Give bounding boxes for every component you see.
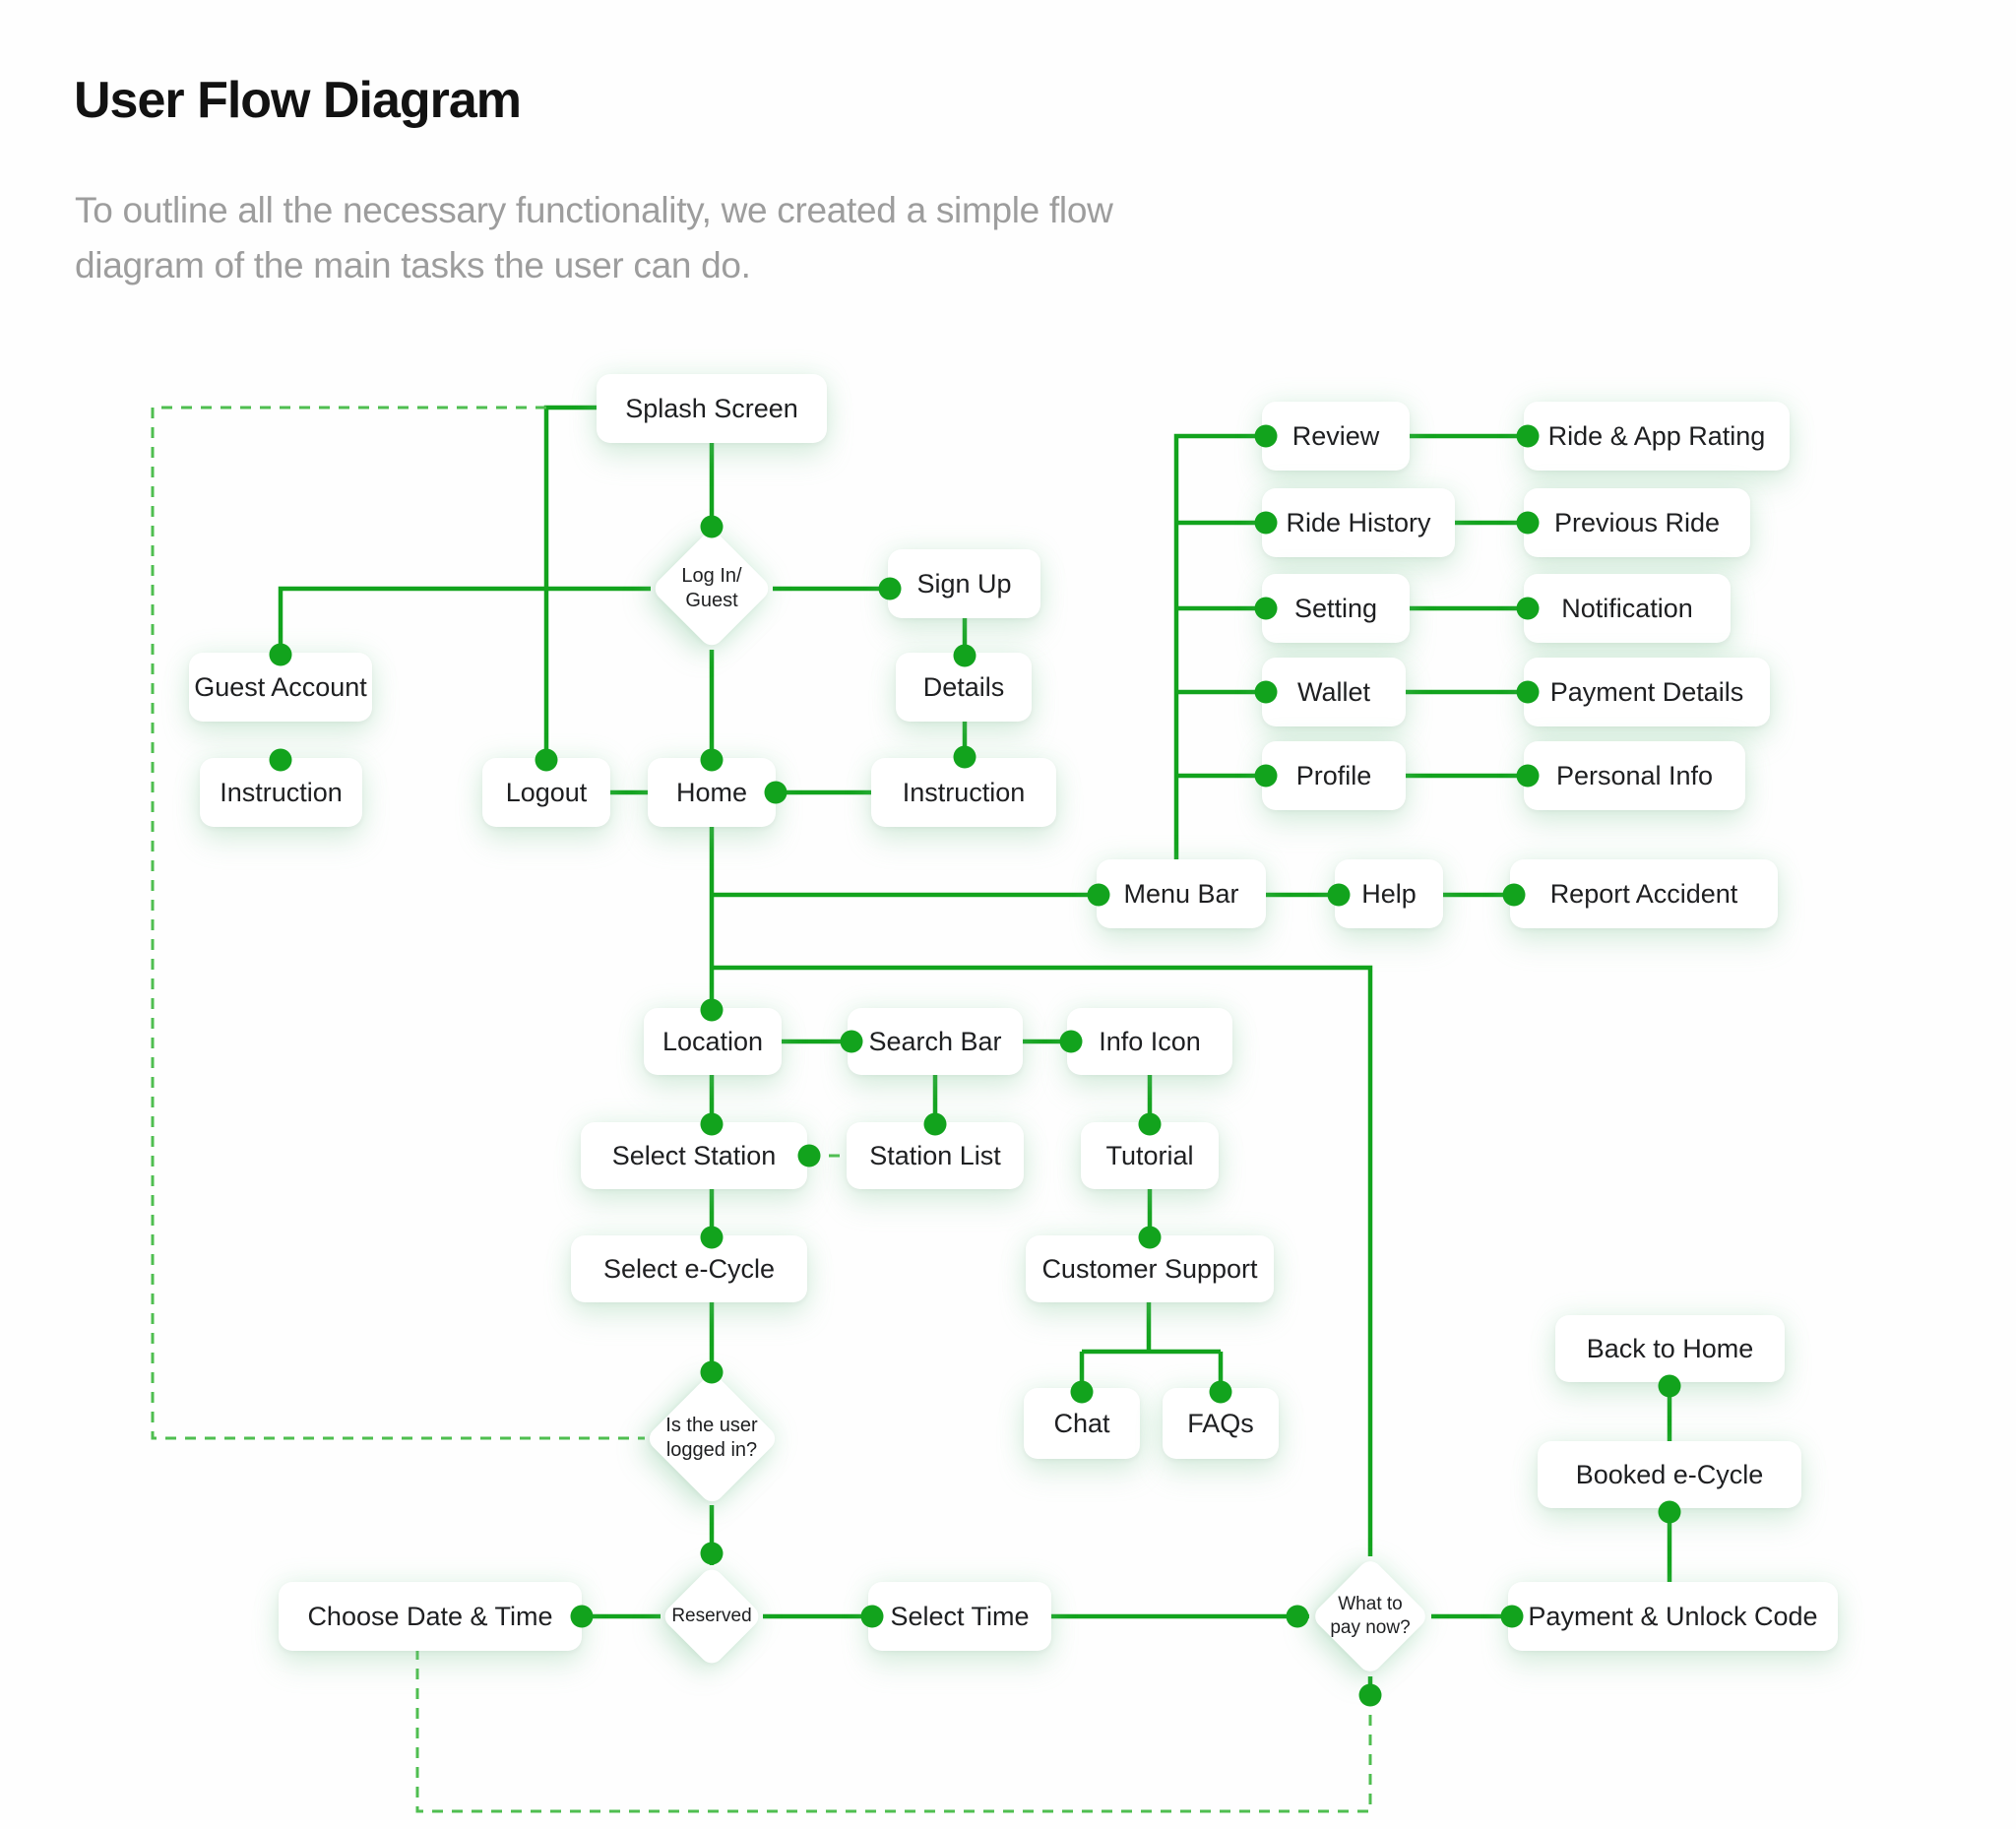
review-label: Review xyxy=(1292,420,1380,451)
node-splash-screen: Splash Screen xyxy=(597,374,827,443)
node-payment-unlock-code: Payment & Unlock Code xyxy=(1508,1582,1838,1651)
node-sign-up: Sign Up xyxy=(888,549,1040,618)
node-help: Help xyxy=(1335,859,1443,928)
node-notification: Notification xyxy=(1524,574,1731,643)
node-what-to-pay: What to pay now? xyxy=(1310,1556,1430,1676)
info-icon-label: Info Icon xyxy=(1099,1026,1201,1056)
connector xyxy=(1173,433,1266,859)
node-location: Location xyxy=(644,1008,782,1075)
menu-bar-label: Menu Bar xyxy=(1123,878,1239,909)
location-label: Location xyxy=(662,1026,764,1056)
node-personal-info: Personal Info xyxy=(1524,741,1745,810)
node-setting: Setting xyxy=(1262,574,1410,643)
node-is-user-logged-in: Is the user logged in? xyxy=(644,1370,780,1506)
instruction-right-label: Instruction xyxy=(902,777,1026,807)
node-select-time: Select Time xyxy=(868,1582,1051,1651)
node-details: Details xyxy=(896,653,1032,722)
node-station-list: Station List xyxy=(847,1122,1024,1189)
select-ecycle-label: Select e-Cycle xyxy=(602,1253,776,1284)
connector-dot xyxy=(700,1542,724,1565)
node-ride-history: Ride History xyxy=(1262,488,1455,557)
connector xyxy=(543,405,597,760)
help-label: Help xyxy=(1361,878,1417,909)
node-faqs: FAQs xyxy=(1163,1388,1279,1459)
page-subtitle: To outline all the necessary functionali… xyxy=(75,190,1113,285)
select-station-label: Select Station xyxy=(611,1140,777,1170)
node-booked-ecycle: Booked e-Cycle xyxy=(1538,1441,1801,1508)
node-home: Home xyxy=(648,758,776,827)
payment-details-label: Payment Details xyxy=(1549,676,1744,707)
back-to-home-label: Back to Home xyxy=(1586,1333,1754,1363)
personal-info-label: Personal Info xyxy=(1555,760,1714,790)
setting-label: Setting xyxy=(1293,593,1378,623)
node-chat: Chat xyxy=(1024,1388,1140,1459)
notification-label: Notification xyxy=(1561,593,1693,623)
node-select-ecycle: Select e-Cycle xyxy=(571,1235,807,1302)
logout-label: Logout xyxy=(505,777,588,807)
customer-support-label: Customer Support xyxy=(1041,1253,1258,1284)
choose-date-time-label: Choose Date & Time xyxy=(307,1601,553,1631)
page-title: User Flow Diagram xyxy=(74,72,522,129)
connector-dot xyxy=(1358,1683,1382,1707)
ride-app-rating-label: Ride & App Rating xyxy=(1547,420,1766,451)
node-logout: Logout xyxy=(482,758,610,827)
node-menu-bar: Menu Bar xyxy=(1097,859,1266,928)
node-guest-account: Guest Account xyxy=(189,653,372,722)
splash-screen-label: Splash Screen xyxy=(625,393,798,423)
wallet-label: Wallet xyxy=(1296,676,1370,707)
instruction-left-label: Instruction xyxy=(220,777,343,807)
node-reserved: Reserved xyxy=(660,1564,764,1669)
station-list-label: Station List xyxy=(869,1140,1001,1170)
login-guest-label: Log In/ Guest xyxy=(681,565,742,611)
sign-up-label: Sign Up xyxy=(916,568,1012,599)
faqs-label: FAQs xyxy=(1187,1408,1254,1438)
home-label: Home xyxy=(675,777,748,807)
connector xyxy=(278,586,651,655)
node-search-bar: Search Bar xyxy=(848,1008,1023,1075)
node-ride-app-rating: Ride & App Rating xyxy=(1524,402,1790,471)
node-back-to-home: Back to Home xyxy=(1555,1315,1785,1382)
node-review: Review xyxy=(1262,402,1410,471)
guest-account-label: Guest Account xyxy=(194,671,367,702)
profile-label: Profile xyxy=(1295,760,1372,790)
tutorial-label: Tutorial xyxy=(1105,1140,1194,1170)
node-instruction-left: Instruction xyxy=(200,758,362,827)
node-report-accident: Report Accident xyxy=(1510,859,1778,928)
node-instruction-right: Instruction xyxy=(871,758,1056,827)
chat-label: Chat xyxy=(1053,1408,1110,1438)
search-bar-label: Search Bar xyxy=(868,1026,1002,1056)
node-tutorial: Tutorial xyxy=(1081,1122,1219,1189)
previous-ride-label: Previous Ride xyxy=(1553,507,1721,537)
node-previous-ride: Previous Ride xyxy=(1524,488,1750,557)
select-time-label: Select Time xyxy=(890,1601,1030,1631)
node-profile: Profile xyxy=(1262,741,1406,810)
node-info-icon: Info Icon xyxy=(1067,1008,1232,1075)
details-label: Details xyxy=(922,671,1005,702)
node-payment-details: Payment Details xyxy=(1524,658,1770,726)
node-customer-support: Customer Support xyxy=(1026,1235,1274,1302)
reserved-label: Reserved xyxy=(671,1606,752,1627)
what-to-pay-label: What to pay now? xyxy=(1330,1594,1411,1638)
report-accident-label: Report Accident xyxy=(1549,878,1738,909)
booked-ecycle-label: Booked e-Cycle xyxy=(1575,1459,1764,1489)
node-select-station: Select Station xyxy=(581,1122,807,1189)
ride-history-label: Ride History xyxy=(1286,507,1431,537)
node-wallet: Wallet xyxy=(1262,658,1406,726)
is-user-logged-in-label: Is the user logged in? xyxy=(665,1415,758,1461)
payment-unlock-code-label: Payment & Unlock Code xyxy=(1528,1601,1818,1631)
node-choose-date-time: Choose Date & Time xyxy=(279,1582,582,1651)
node-login-guest: Log In/ Guest xyxy=(650,527,774,651)
dashed-connector xyxy=(415,1651,1372,1813)
